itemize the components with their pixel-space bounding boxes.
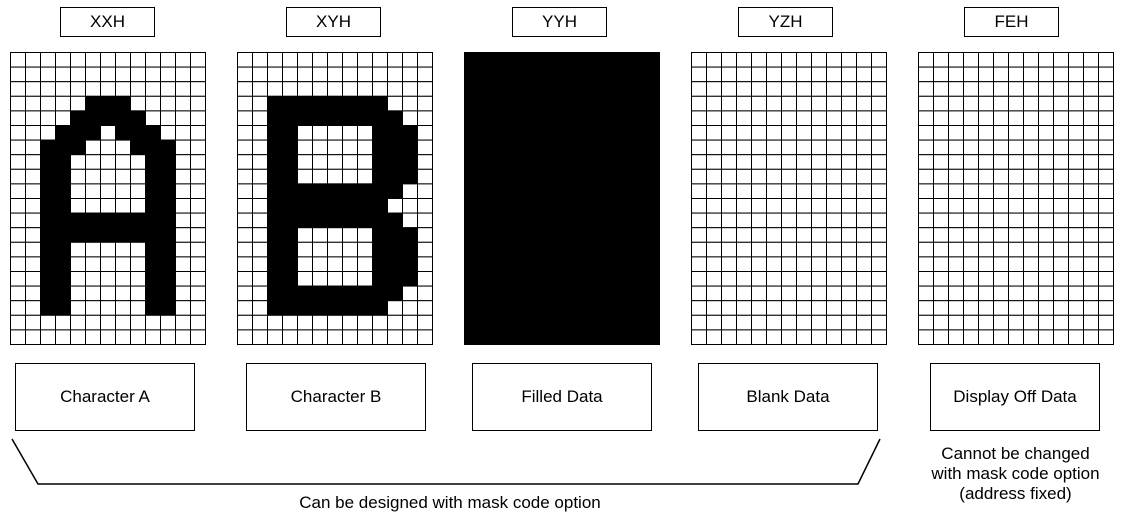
dot-matrix-blank bbox=[691, 52, 887, 345]
fixed-caption-line-1: Cannot be changed bbox=[941, 444, 1090, 463]
code-label-yzh: YZH bbox=[738, 7, 833, 37]
fixed-caption-line-2: with mask code option bbox=[931, 464, 1100, 483]
dot-matrix-filled bbox=[464, 52, 660, 345]
label-display-off-data: Display Off Data bbox=[930, 363, 1100, 431]
code-label-xyh: XYH bbox=[286, 7, 381, 37]
dot-off bbox=[190, 329, 206, 345]
fixed-caption-line-3: (address fixed) bbox=[959, 484, 1072, 503]
label-blank-data: Blank Data bbox=[698, 363, 878, 431]
dot-matrix-character-b bbox=[237, 52, 433, 345]
dot-off bbox=[871, 329, 887, 345]
dot-on bbox=[644, 329, 660, 345]
code-label-feh: FEH bbox=[964, 7, 1059, 37]
code-label-xxh: XXH bbox=[60, 7, 155, 37]
dot-matrix-character-a bbox=[10, 52, 206, 345]
dot-off bbox=[417, 329, 433, 345]
dot-off bbox=[1098, 329, 1114, 345]
label-filled-data: Filled Data bbox=[472, 363, 652, 431]
fixed-caption: Cannot be changed with mask code option … bbox=[900, 444, 1131, 504]
designable-caption: Can be designed with mask code option bbox=[299, 493, 601, 512]
dot-matrix-display-off bbox=[918, 52, 1114, 345]
code-label-yyh: YYH bbox=[512, 7, 607, 37]
label-character-b: Character B bbox=[246, 363, 426, 431]
label-character-a: Character A bbox=[15, 363, 195, 431]
